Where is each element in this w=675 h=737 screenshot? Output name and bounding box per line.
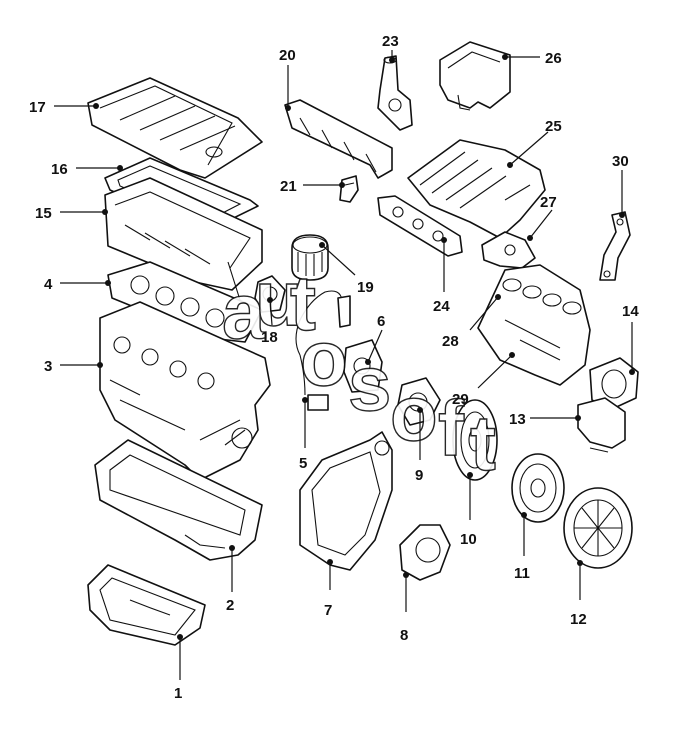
callout-3[interactable]: 3 bbox=[44, 358, 103, 375]
mounting-bracket-part[interactable] bbox=[599, 211, 631, 281]
watermark-letter: t bbox=[470, 399, 496, 487]
callout-8[interactable]: 8 bbox=[400, 572, 409, 644]
callout-label: 14 bbox=[622, 303, 639, 320]
callout-26[interactable]: 26 bbox=[502, 50, 562, 67]
engine-block-part[interactable] bbox=[99, 301, 271, 481]
head-gasket-part[interactable] bbox=[107, 261, 263, 343]
callout-label: 21 bbox=[280, 178, 297, 195]
callout-label: 11 bbox=[514, 565, 530, 582]
callout-label: 30 bbox=[612, 153, 629, 170]
air-module-part[interactable] bbox=[439, 41, 511, 111]
egr-valve-part[interactable] bbox=[577, 397, 626, 453]
watermark-letter: u bbox=[255, 254, 303, 342]
water-pump-part[interactable] bbox=[254, 275, 286, 313]
callout-label: 17 bbox=[29, 99, 46, 116]
seal-retainer-part[interactable] bbox=[399, 524, 451, 581]
watermark-letter: t bbox=[290, 259, 316, 347]
oil-pan-part[interactable] bbox=[87, 564, 206, 646]
callout-label: 24 bbox=[433, 298, 450, 315]
callout-label: 20 bbox=[279, 47, 296, 64]
callout-label: 12 bbox=[570, 611, 587, 628]
throttle-sensor-part[interactable] bbox=[481, 231, 536, 269]
callout-label: 15 bbox=[35, 205, 52, 222]
exhaust-manifold-part[interactable] bbox=[477, 264, 591, 386]
callout-label: 18 bbox=[261, 329, 278, 346]
callout-10[interactable]: 10 bbox=[460, 472, 477, 548]
callout-6[interactable]: 6 bbox=[365, 313, 385, 365]
clutch-disc-part[interactable] bbox=[511, 453, 565, 523]
cylinder-head-part[interactable] bbox=[104, 177, 263, 303]
callout-label: 16 bbox=[51, 161, 68, 178]
pressure-plate-part[interactable] bbox=[563, 487, 633, 569]
callout-15[interactable]: 15 bbox=[35, 205, 108, 222]
callout-29[interactable]: 29 bbox=[452, 352, 515, 408]
watermark-letter: a bbox=[222, 267, 266, 355]
callout-label: 6 bbox=[377, 313, 385, 330]
watermark-letter: o bbox=[300, 314, 348, 402]
callout-16[interactable]: 16 bbox=[51, 161, 123, 178]
watermark-letter: o bbox=[390, 369, 438, 457]
callout-23[interactable]: 23 bbox=[382, 33, 399, 63]
callout-18[interactable]: 18 bbox=[261, 297, 278, 346]
callout-label: 26 bbox=[545, 50, 562, 67]
callout-5[interactable]: 5 bbox=[299, 397, 308, 472]
callout-label: 8 bbox=[400, 627, 408, 644]
temperature-sensor-part[interactable] bbox=[339, 175, 359, 203]
callout-label: 9 bbox=[415, 467, 423, 484]
valve-cover-part[interactable] bbox=[87, 77, 263, 179]
throttle-body-part[interactable] bbox=[589, 357, 639, 411]
callout-1[interactable]: 1 bbox=[174, 634, 183, 702]
callout-layer: 1 2 3 4 5 6 7 8 bbox=[29, 33, 639, 702]
callout-17[interactable]: 17 bbox=[29, 99, 99, 116]
callout-label: 27 bbox=[540, 194, 557, 211]
callout-4[interactable]: 4 bbox=[44, 276, 111, 293]
flywheel-part[interactable] bbox=[452, 399, 498, 481]
callout-11[interactable]: 11 bbox=[514, 512, 530, 582]
callout-7[interactable]: 7 bbox=[324, 559, 333, 619]
callout-label: 1 bbox=[174, 685, 182, 702]
callout-label: 25 bbox=[545, 118, 562, 135]
callout-27[interactable]: 27 bbox=[527, 194, 557, 241]
fuel-rail-part[interactable] bbox=[284, 99, 393, 179]
callout-label: 28 bbox=[442, 333, 459, 350]
callout-13[interactable]: 13 bbox=[509, 411, 581, 428]
oil-filter-part[interactable] bbox=[291, 234, 329, 281]
callout-label: 13 bbox=[509, 411, 526, 428]
callout-label: 7 bbox=[324, 602, 332, 619]
knock-sensor-part[interactable] bbox=[295, 290, 351, 411]
callout-28[interactable]: 28 bbox=[442, 294, 501, 350]
callout-24[interactable]: 24 bbox=[433, 237, 450, 315]
upper-oil-pan-part[interactable] bbox=[94, 439, 263, 561]
callout-14[interactable]: 14 bbox=[622, 303, 639, 375]
callout-label: 3 bbox=[44, 358, 52, 375]
callout-20[interactable]: 20 bbox=[279, 47, 296, 111]
callout-label: 4 bbox=[44, 276, 53, 293]
callout-label: 10 bbox=[460, 531, 477, 548]
callout-label: 5 bbox=[299, 455, 307, 472]
callout-12[interactable]: 12 bbox=[570, 560, 587, 628]
callout-19[interactable]: 19 bbox=[319, 242, 374, 296]
watermark-letter: f bbox=[438, 384, 465, 472]
callout-label: 2 bbox=[226, 597, 234, 614]
watermark: a u t o s o f t bbox=[221, 253, 496, 487]
callout-9[interactable]: 9 bbox=[415, 407, 423, 484]
rear-plate-part[interactable] bbox=[299, 431, 393, 571]
pressure-regulator-part[interactable] bbox=[377, 55, 413, 131]
crank-gear-part[interactable] bbox=[397, 377, 441, 426]
callout-2[interactable]: 2 bbox=[226, 545, 235, 614]
callout-label: 19 bbox=[357, 279, 374, 296]
callout-label: 23 bbox=[382, 33, 399, 50]
callout-25[interactable]: 25 bbox=[507, 118, 562, 168]
exhaust-gasket-part[interactable] bbox=[377, 195, 463, 257]
callout-label: 29 bbox=[452, 391, 469, 408]
callout-30[interactable]: 30 bbox=[612, 153, 629, 218]
callout-21[interactable]: 21 bbox=[280, 178, 345, 195]
watermark-letter: s bbox=[348, 339, 391, 427]
